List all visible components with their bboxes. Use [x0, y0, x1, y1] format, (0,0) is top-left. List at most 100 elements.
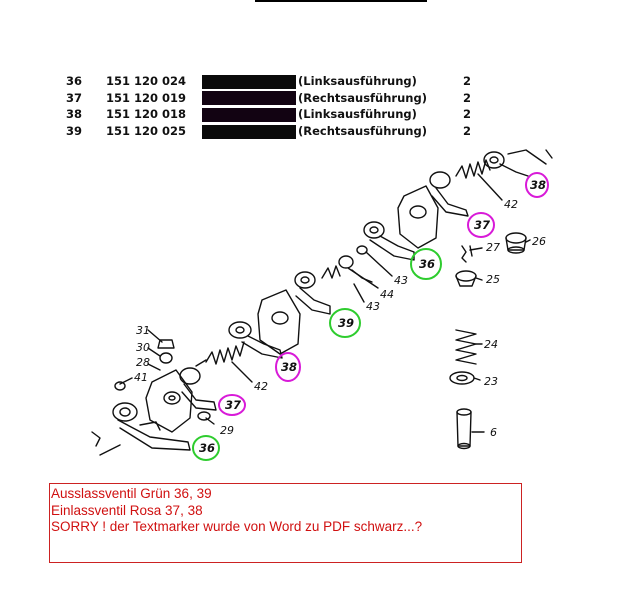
label-43-low: 43: [366, 300, 380, 313]
annotation-note: Ausslassventil Grün 36, 39 Einlassventil…: [49, 483, 522, 563]
label-42-high: 42: [504, 198, 518, 211]
leader-43-low: [353, 283, 365, 303]
cap-26: [505, 232, 527, 254]
part-number-cell: 151 120 018: [106, 107, 187, 122]
leader-42-high: [477, 173, 503, 201]
blacked-out-highlight: [202, 107, 296, 122]
callout-39: 39: [338, 316, 354, 330]
callout-36-high: 36: [419, 257, 435, 271]
leader-43-high: [365, 251, 393, 277]
label-43-high: 43: [394, 274, 408, 287]
washer-30: [159, 352, 173, 364]
leader-28: [147, 363, 161, 371]
callout-37-low: 37: [225, 398, 241, 412]
rocker-arm-36-low: [112, 402, 191, 451]
washer-small: [356, 245, 368, 255]
label-23: 23: [484, 375, 498, 388]
label-28: 28: [136, 356, 150, 369]
bracket-upper: [397, 185, 439, 249]
rocker-arm-36-high: [363, 221, 415, 261]
rocker-arm-37-high: [429, 171, 469, 217]
pos-cell: 39: [66, 124, 83, 139]
valve-guide-6: [456, 408, 472, 450]
spring-44: [321, 265, 341, 279]
callout-38-high: 38: [530, 178, 546, 192]
qty-cell: 2: [463, 90, 472, 105]
spring-42-low: [205, 341, 245, 365]
table-row: 36 151 120 024 (Linksausführung) 2: [66, 73, 483, 90]
green-circle-36-low: [192, 435, 220, 461]
pink-circle-37-high: [467, 212, 495, 238]
parts-table: 36 151 120 024 (Linksausführung) 2 37 15…: [66, 73, 483, 139]
green-circle-39: [329, 308, 361, 338]
rocker-arm-37-low: [179, 359, 217, 411]
clip-27: [461, 245, 467, 263]
label-26: 26: [532, 235, 546, 248]
note-line-intake: Einlassventil Rosa 37, 38: [51, 502, 203, 518]
part-number-cell: 151 120 024: [106, 74, 187, 89]
description-cell: (Rechtsausführung): [298, 90, 427, 105]
leader-29: [205, 417, 215, 425]
blacked-out-highlight: [202, 74, 296, 89]
pos-cell: 36: [66, 74, 83, 89]
leader-42-low: [231, 361, 253, 383]
rocker-arm-39: [294, 271, 331, 315]
callout-36-low: 36: [199, 441, 215, 455]
nut-29: [197, 411, 211, 421]
rocker-arm-38-high: [483, 149, 547, 177]
callout-38-low: 38: [281, 360, 297, 374]
leader-27: [469, 247, 483, 251]
label-30: 30: [136, 341, 150, 354]
label-24: 24: [484, 338, 498, 351]
label-29: 29: [220, 424, 234, 437]
qty-cell: 2: [463, 124, 472, 139]
bracket-middle: [257, 289, 301, 355]
pos-cell: 38: [66, 107, 83, 122]
nut-41: [114, 381, 126, 391]
bracket-28: [145, 369, 193, 433]
label-41: 41: [134, 371, 148, 384]
label-27: 27: [486, 241, 500, 254]
pink-circle-38-low: [275, 352, 301, 382]
leader-41: [119, 377, 133, 385]
spring-clip: [91, 431, 101, 447]
note-line-apology: SORRY ! der Textmarker wurde von Word zu…: [51, 519, 423, 534]
description-cell: (Linksausführung): [298, 107, 417, 122]
label-42-low: 42: [254, 380, 268, 393]
spring-seat-23: [449, 371, 475, 385]
pos-cell: 37: [66, 90, 83, 105]
part-number-cell: 151 120 019: [106, 90, 187, 105]
label-6: 6: [490, 426, 497, 439]
spring-42-high: [455, 159, 491, 179]
pin-43: [351, 269, 373, 283]
leader-31: [147, 329, 163, 343]
retainer-25: [455, 270, 477, 287]
label-25: 25: [486, 273, 500, 286]
qty-cell: 2: [463, 107, 472, 122]
callout-37-high: 37: [474, 218, 490, 232]
rocker-arm-38-low: [228, 321, 283, 359]
shaft-end: [99, 444, 121, 456]
label-31: 31: [136, 324, 150, 337]
pink-circle-38-high: [525, 172, 549, 198]
table-row: 38 151 120 018 (Linksausführung) 2: [66, 106, 483, 123]
pink-circle-37-low: [218, 394, 246, 416]
qty-cell: 2: [463, 74, 472, 89]
shaft-end-high: [545, 149, 553, 159]
green-circle-36-high: [410, 248, 442, 280]
leader-44: [347, 267, 379, 289]
leader-23: [473, 377, 481, 381]
washer-43-low: [338, 255, 354, 269]
description-cell: (Rechtsausführung): [298, 124, 427, 139]
nut-31: [157, 339, 175, 349]
clip-27b: [469, 245, 473, 257]
label-44: 44: [380, 288, 394, 301]
top-rule: [255, 0, 427, 2]
leader-30: [147, 347, 161, 357]
description-cell: (Linksausführung): [298, 74, 417, 89]
leader-25: [475, 277, 483, 281]
part-number-cell: 151 120 025: [106, 124, 187, 139]
table-row: 39 151 120 025 (Rechtsausführung) 2: [66, 123, 483, 140]
blacked-out-highlight: [202, 91, 296, 106]
